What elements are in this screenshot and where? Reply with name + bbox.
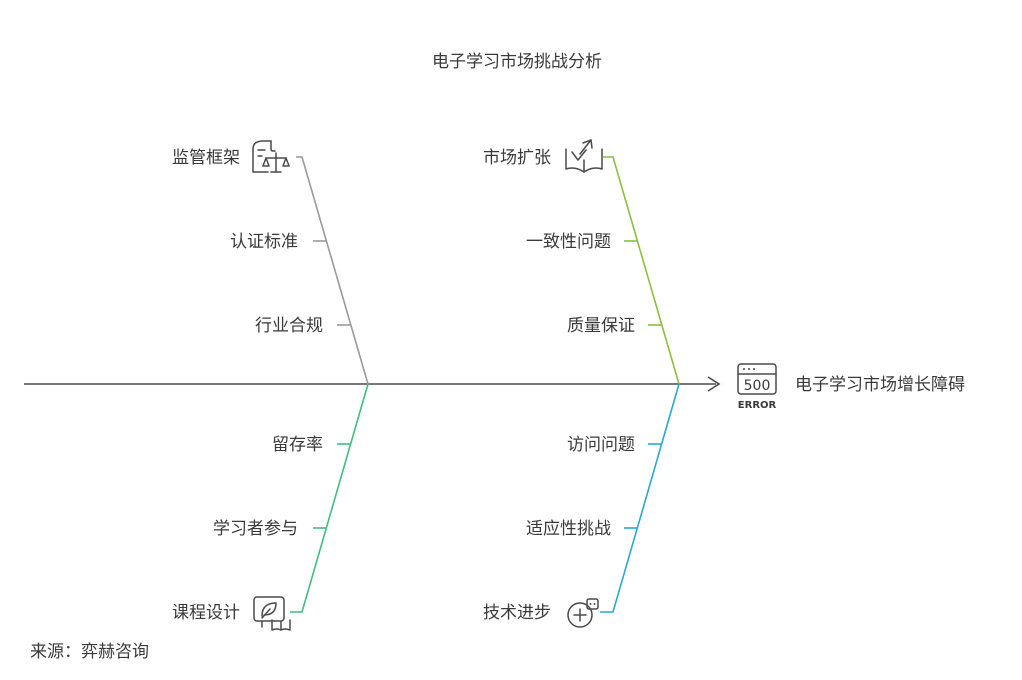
cause-label-industry-compliance: 行业合规 [255,316,323,336]
source-note: 来源：弈赫咨询 [30,642,149,662]
cause-label-certification-standards: 认证标准 [230,232,298,252]
screen-leaf-book-icon [253,596,291,631]
diagram-title: 电子学习市场挑战分析 [432,52,602,72]
cause-label-consistency-issues: 一致性问题 [526,232,611,252]
cause-label-adaptability-challenges: 适应性挑战 [526,519,611,539]
server-error-500-icon: 500 ERROR [737,363,777,411]
cause-label-quality-assurance: 质量保证 [567,316,635,336]
cause-label-technology-advancement: 技术进步 [483,603,551,623]
branch-bottom-right: 访问问题 适应性挑战 技术进步 [483,383,680,628]
legal-document-scales-icon [252,140,290,173]
robot-add-icon [567,598,599,628]
error-word-text: ERROR [738,400,777,411]
cause-label-regulatory-framework: 监管框架 [172,148,240,168]
cause-label-access-issues: 访问问题 [567,435,635,455]
branch-top-right: 市场扩张 一致性问题 质量保证 [483,139,680,385]
cause-label-course-design: 课程设计 [172,603,240,623]
spine-arrow-head [707,376,721,392]
cause-label-market-expansion: 市场扩张 [483,148,551,168]
error-code-text: 500 [744,378,771,394]
branch-top-left: 监管框架 认证标准 行业合规 [172,140,369,385]
cause-label-learner-engagement: 学习者参与 [213,519,298,539]
cause-label-retention-rate: 留存率 [272,435,323,455]
effect-label: 电子学习市场增长障碍 [795,375,965,395]
branch-bottom-left: 留存率 学习者参与 课程设计 [172,383,369,631]
open-book-growth-icon [565,139,603,173]
